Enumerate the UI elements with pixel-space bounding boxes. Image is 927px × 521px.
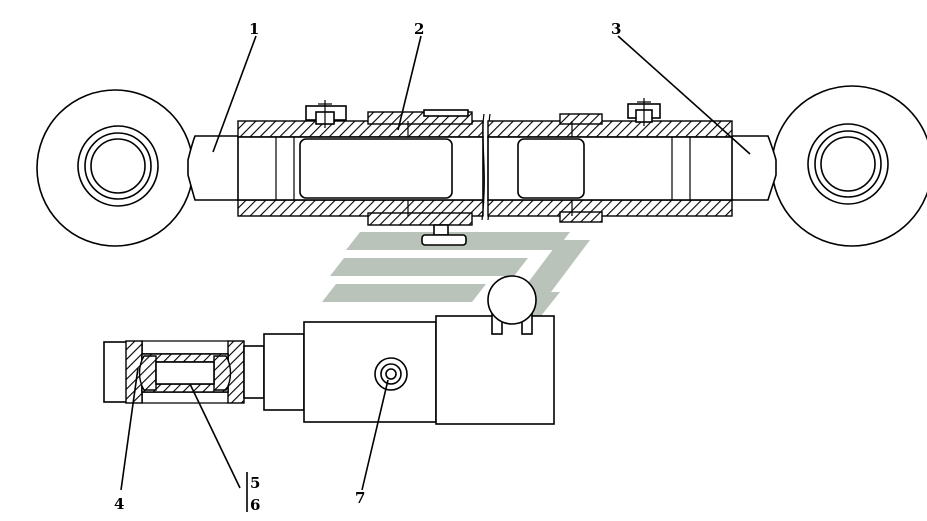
label-1: 1 [249, 20, 259, 38]
upper-assembly [36, 85, 927, 247]
left-rod [187, 135, 243, 201]
label-2: 2 [414, 20, 424, 38]
label-7: 7 [355, 489, 365, 507]
label-4: 4 [114, 495, 124, 513]
leader-lines [120, 35, 751, 512]
right-eye [771, 85, 927, 247]
left-eye [36, 89, 194, 247]
label-3: 3 [611, 20, 621, 38]
lower-assembly [103, 275, 555, 425]
label-6: 6 [250, 496, 260, 514]
left-tube [237, 100, 484, 246]
label-5: 5 [250, 474, 260, 492]
right-tube [487, 98, 733, 223]
